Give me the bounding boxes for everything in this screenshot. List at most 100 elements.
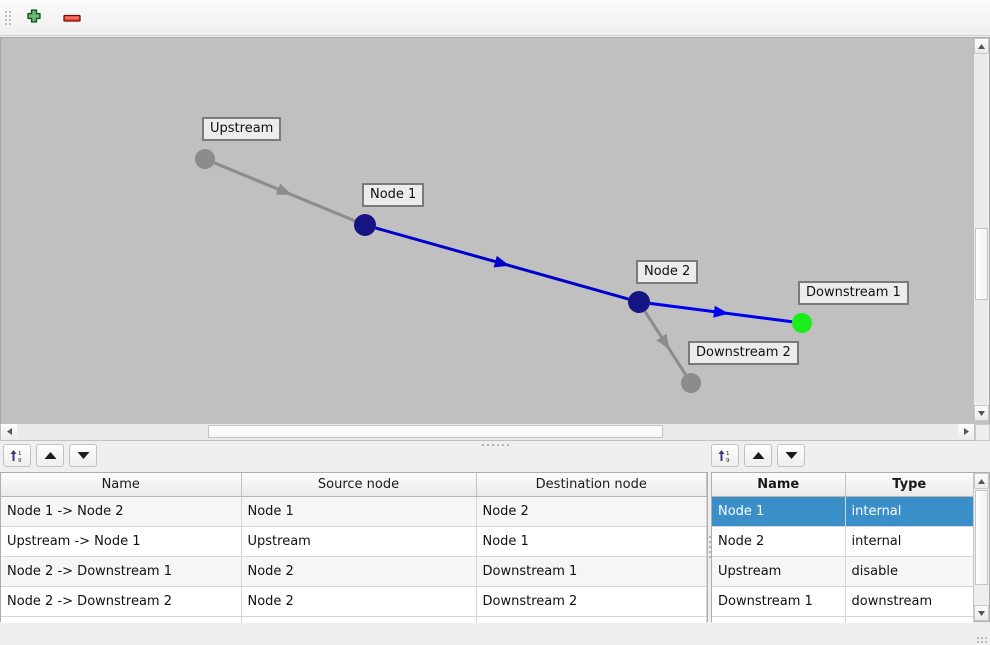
- table-cell[interactable]: Node 2: [241, 556, 477, 587]
- status-bar: [0, 623, 990, 645]
- graph-node-label-node2[interactable]: Node 2: [636, 260, 699, 284]
- nodes-sort-button[interactable]: 1 9: [711, 444, 739, 467]
- links-move-up-button[interactable]: [36, 444, 64, 467]
- graph-node-node1[interactable]: [354, 214, 376, 236]
- chevron-down-icon: [978, 610, 985, 616]
- nodes-toolbar: 1 9: [711, 444, 805, 467]
- table-cell[interactable]: Upstream: [241, 526, 477, 557]
- plus-icon: [27, 8, 41, 23]
- column-header[interactable]: Destination node: [476, 473, 707, 497]
- nodes-move-up-button[interactable]: [744, 444, 772, 467]
- table-cell[interactable]: Downstream 2: [476, 586, 707, 617]
- table-cell[interactable]: Node 1: [241, 496, 477, 527]
- table-cell[interactable]: Upstream -> Node 1: [1, 526, 242, 557]
- graph-node-label-downstream2[interactable]: Downstream 2: [688, 341, 799, 365]
- chevron-up-icon: [978, 478, 985, 484]
- links-move-down-button[interactable]: [69, 444, 97, 467]
- chevron-up-icon: [978, 43, 985, 49]
- table-cell[interactable]: Node 2: [476, 496, 707, 527]
- chevron-right-icon: [963, 428, 969, 435]
- nodes-scroll-thumb[interactable]: [975, 490, 988, 585]
- nodes-scroll-up-button[interactable]: [974, 473, 989, 489]
- graph-node-downstream1[interactable]: [792, 313, 812, 333]
- graph-edge-arrow: [656, 333, 670, 350]
- remove-button[interactable]: [57, 4, 87, 32]
- horizontal-splitter[interactable]: [0, 441, 990, 448]
- graph-node-upstream[interactable]: [195, 149, 215, 169]
- graph-node-downstream2[interactable]: [681, 373, 701, 393]
- scroll-down-button[interactable]: [974, 405, 989, 421]
- graph-vertical-scrollbar[interactable]: [973, 38, 989, 421]
- vertical-splitter[interactable]: [708, 472, 711, 622]
- nodes-table-scrollbar[interactable]: [973, 473, 989, 621]
- svg-text:9: 9: [18, 458, 22, 464]
- column-header[interactable]: Name: [1, 473, 242, 497]
- table-cell[interactable]: Upstream: [712, 556, 846, 587]
- graph-edge-arrow: [493, 255, 510, 268]
- graph-edges: [213, 161, 793, 376]
- table-cell[interactable]: Node 1: [476, 526, 707, 557]
- links-sort-button[interactable]: 1 9: [3, 444, 31, 467]
- svg-text:1: 1: [18, 451, 22, 457]
- resize-grip[interactable]: [977, 633, 987, 643]
- sort-ascending-icon: 1 9: [10, 449, 22, 464]
- scroll-track-lower[interactable]: [975, 300, 988, 404]
- column-header[interactable]: Type: [845, 473, 974, 497]
- scroll-left-button[interactable]: [1, 424, 17, 439]
- table-cell[interactable]: Node 1 -> Node 2: [1, 496, 242, 527]
- scroll-thumb-vertical[interactable]: [975, 228, 988, 300]
- table-cell[interactable]: Node 2: [712, 526, 846, 557]
- table-cell[interactable]: disable: [845, 556, 974, 587]
- table-cell[interactable]: internal: [845, 496, 974, 527]
- graph-node-node2[interactable]: [628, 291, 650, 313]
- scroll-track-upper[interactable]: [975, 55, 988, 228]
- triangle-up-icon: [752, 452, 764, 459]
- links-toolbar: 1 9: [3, 444, 97, 467]
- column-header[interactable]: Name: [712, 473, 846, 497]
- main-toolbar: [0, 0, 990, 36]
- table-cell[interactable]: Downstream 1: [476, 556, 707, 587]
- graph-node-label-node1[interactable]: Node 1: [362, 183, 425, 207]
- table-cell[interactable]: Node 1: [712, 496, 846, 527]
- nodes-scroll-down-button[interactable]: [974, 605, 989, 621]
- table-cell[interactable]: downstream: [845, 586, 974, 617]
- table-cell[interactable]: Downstream 1: [712, 586, 846, 617]
- table-cell[interactable]: internal: [845, 526, 974, 557]
- table-cell[interactable]: Node 2 -> Downstream 2: [1, 586, 242, 617]
- graph-horizontal-scrollbar[interactable]: [0, 424, 975, 441]
- scroll-up-button[interactable]: [974, 38, 989, 54]
- graph-node-label-downstream1[interactable]: Downstream 1: [798, 281, 909, 305]
- nodes-move-down-button[interactable]: [777, 444, 805, 467]
- column-header[interactable]: Source node: [241, 473, 477, 497]
- graph-node-label-upstream[interactable]: Upstream: [202, 117, 282, 141]
- graph-edge-arrow: [713, 305, 729, 318]
- toolbar-drag-handle[interactable]: [3, 7, 13, 29]
- add-button[interactable]: [19, 4, 49, 32]
- triangle-down-icon: [785, 452, 797, 459]
- graph-edge-arrow: [275, 183, 292, 195]
- triangle-up-icon: [44, 452, 56, 459]
- table-cell[interactable]: Node 2: [241, 586, 477, 617]
- scroll-thumb-horizontal[interactable]: [208, 425, 663, 438]
- scroll-right-button[interactable]: [958, 424, 974, 439]
- chevron-left-icon: [6, 428, 12, 435]
- table-cell[interactable]: Node 2 -> Downstream 1: [1, 556, 242, 587]
